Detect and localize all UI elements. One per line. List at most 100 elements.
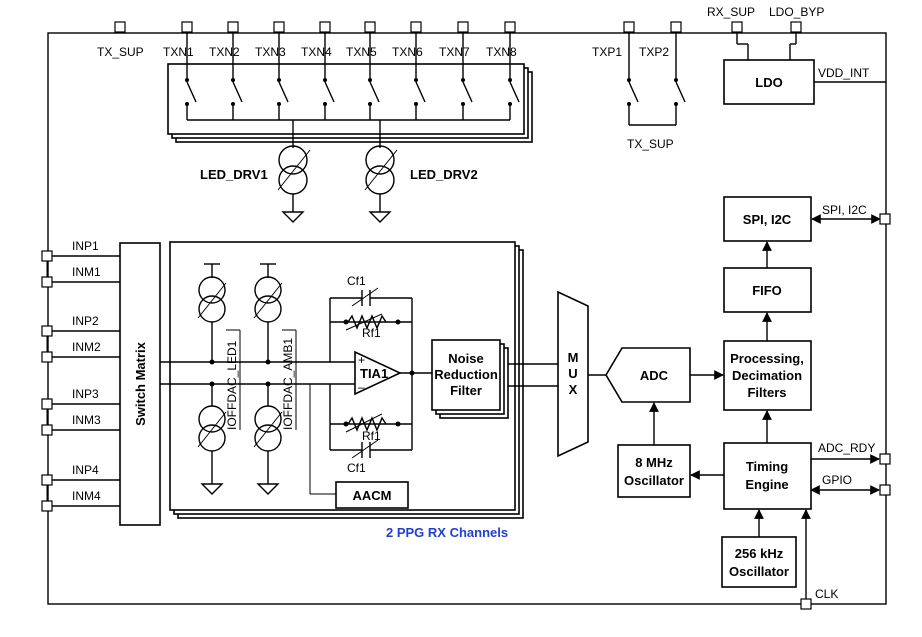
- label-txn4: TXN4: [301, 45, 332, 59]
- label-txn5: TXN5: [346, 45, 377, 59]
- label-adc-rdy: ADC_RDY: [818, 441, 875, 455]
- pin-txn6: [410, 21, 422, 33]
- timing-engine-block: [723, 442, 812, 510]
- pin-gpio: [879, 484, 891, 496]
- label-txp2: TXP2: [639, 45, 669, 59]
- noise-filter-line2: Reduction: [434, 367, 498, 382]
- label-rx-sup: RX_SUP: [707, 5, 755, 19]
- ldo-label: LDO: [755, 75, 782, 90]
- rx-channels-caption: 2 PPG RX Channels: [386, 525, 508, 540]
- fifo-block: [723, 267, 812, 313]
- switch-txn5: [369, 81, 380, 103]
- pin-inm1: [41, 276, 53, 288]
- label-inp2: INP2: [72, 314, 99, 328]
- label-vdd-int: VDD_INT: [818, 66, 870, 80]
- switch-txn6: [415, 81, 426, 103]
- label-txn2: TXN2: [209, 45, 240, 59]
- mux-label-m: M: [568, 350, 579, 365]
- switch-txn2: [232, 81, 243, 103]
- tia-amplifier: [354, 350, 402, 396]
- pin-inp1: [41, 250, 53, 262]
- label-inp1: INP1: [72, 239, 99, 253]
- pin-txn4: [319, 21, 331, 33]
- label-ldo-byp: LDO_BYP: [769, 5, 824, 19]
- noise-filter-line3: Filter: [450, 383, 482, 398]
- mux-block: [557, 290, 589, 458]
- label-txn6: TXN6: [392, 45, 423, 59]
- label-tx-sup: TX_SUP: [97, 45, 144, 59]
- noise-filter-block: [431, 339, 501, 411]
- label-cf1-top: Cf1: [347, 274, 366, 288]
- label-txn1: TXN1: [163, 45, 194, 59]
- pin-txn2: [227, 21, 239, 33]
- rx-channel-section: IOFFDAC_LED1 IOFFDAC_AMB1 AACM: [160, 241, 558, 519]
- led-drv2-source: [364, 145, 398, 223]
- pin-inp3: [41, 398, 53, 410]
- spi-i2c-block-label: SPI, I2C: [743, 212, 792, 227]
- osc-8mhz-line2: Oscillator: [624, 473, 684, 488]
- tia-label: TIA1: [360, 366, 388, 381]
- processing-block: [723, 340, 812, 411]
- spi-i2c-block: [723, 196, 812, 242]
- label-inm2: INM2: [72, 340, 101, 354]
- label-gpio: GPIO: [822, 473, 852, 487]
- label-clk: CLK: [815, 587, 838, 601]
- pin-rx-sup: [731, 21, 743, 33]
- switch-txp1: [628, 81, 639, 103]
- label-led-drv2: LED_DRV2: [410, 167, 478, 182]
- switch-matrix-label: Switch Matrix: [133, 341, 148, 426]
- switch-txn4: [324, 81, 335, 103]
- processing-line3: Filters: [747, 385, 786, 400]
- fifo-label: FIFO: [752, 283, 782, 298]
- switch-txn7: [462, 81, 473, 103]
- switch-txn8: [509, 81, 520, 103]
- processing-line1: Processing,: [730, 351, 804, 366]
- pin-txp1: [623, 21, 635, 33]
- label-ioffdac-led1: IOFFDAC_LED1: [225, 340, 239, 430]
- osc-256k-block: [721, 536, 797, 588]
- label-inm1: INM1: [72, 265, 101, 279]
- pin-txn5: [364, 21, 376, 33]
- label-txn8: TXN8: [486, 45, 517, 59]
- tia-plus: +: [358, 353, 365, 367]
- aacm-block: [335, 481, 409, 509]
- aacm-label: AACM: [353, 488, 392, 503]
- ldo-section: LDO RX_SUP LDO_BYP VDD_INT: [707, 5, 886, 105]
- led-drv1-source: [277, 145, 311, 223]
- label-ioffdac-amb1: IOFFDAC_AMB1: [281, 338, 295, 430]
- label-txp1: TXP1: [592, 45, 622, 59]
- label-inp4: INP4: [72, 463, 99, 477]
- label-txn3: TXN3: [255, 45, 286, 59]
- noise-filter-line1: Noise: [448, 351, 483, 366]
- pin-inm4: [41, 500, 53, 512]
- label-inp3: INP3: [72, 387, 99, 401]
- pin-txn3: [273, 21, 285, 33]
- osc-256k-line2: Oscillator: [729, 564, 789, 579]
- pin-inp4: [41, 474, 53, 486]
- pin-inm3: [41, 424, 53, 436]
- txp-pins: TXP1 TXP2: [592, 21, 686, 117]
- pin-inm2: [41, 351, 53, 363]
- pin-spi-i2c: [879, 213, 891, 225]
- label-tx-sup-txp: TX_SUP: [627, 137, 674, 151]
- pin-txn1: [181, 21, 193, 33]
- osc-8mhz-line1: 8 MHz: [635, 455, 673, 470]
- pin-adc-rdy: [879, 453, 891, 465]
- label-inm4: INM4: [72, 489, 101, 503]
- label-led-drv1: LED_DRV1: [200, 167, 268, 182]
- label-spi-i2c-pin: SPI, I2C: [822, 203, 867, 217]
- adc-label: ADC: [640, 368, 669, 383]
- tia-minus: –: [358, 380, 365, 394]
- osc-256k-line1: 256 kHz: [735, 546, 784, 561]
- pin-txn8: [504, 21, 516, 33]
- label-inm3: INM3: [72, 413, 101, 427]
- label-rf1-bottom: Rf1: [362, 429, 381, 443]
- txn-pins: TXN1 TXN2 TXN3 TXN4 TXN5 TXN6 TXN7 TXN8: [163, 21, 520, 120]
- switch-txn3: [278, 81, 289, 103]
- label-txn7: TXN7: [439, 45, 470, 59]
- timing-line1: Timing: [746, 459, 788, 474]
- label-rf1-top: Rf1: [362, 326, 381, 340]
- chip-outline: [47, 32, 887, 605]
